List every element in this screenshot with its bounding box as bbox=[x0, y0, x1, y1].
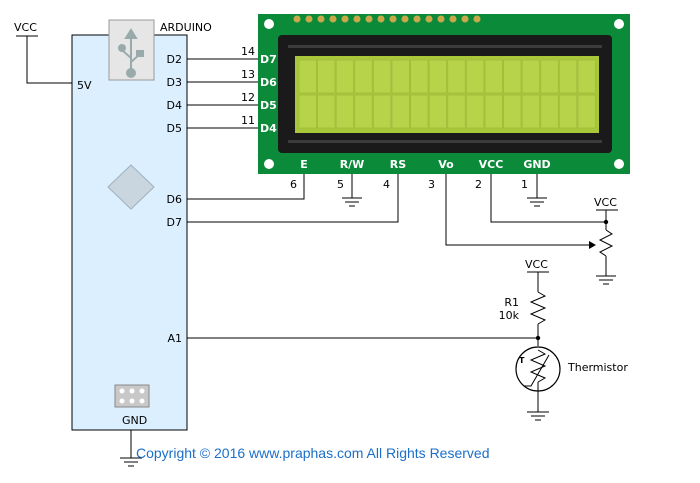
control-wires: 6 5 4 3 2 1 bbox=[187, 174, 606, 249]
pin-d2-label: D2 bbox=[167, 53, 182, 66]
lcd-cell bbox=[466, 59, 485, 94]
pin-num-2: 2 bbox=[475, 178, 482, 191]
lcd-cell bbox=[521, 59, 540, 94]
wire-num-14: 14 bbox=[241, 45, 255, 58]
lcd-pin-rs: RS bbox=[390, 158, 406, 171]
pin-d7-label: D7 bbox=[167, 216, 182, 229]
wire-num-11: 11 bbox=[241, 114, 255, 127]
lcd-cell bbox=[503, 59, 522, 94]
data-wires: 14 13 12 11 bbox=[187, 45, 258, 129]
lcd-cell bbox=[335, 59, 354, 94]
arduino-board: ARDUINO 5V D2 D3 D4 D5 D6 D7 A1 GND bbox=[71, 19, 212, 431]
arduino-ground-symbol bbox=[120, 430, 142, 467]
copyright-text: Copyright © 2016 www.praphas.com All Rig… bbox=[136, 445, 489, 461]
r1-value: 10k bbox=[499, 309, 520, 322]
lcd-cell bbox=[447, 94, 466, 129]
lcd-pin-gnd: GND bbox=[523, 158, 550, 171]
lcd-cell bbox=[373, 59, 392, 94]
lcd-pin-vo: Vo bbox=[438, 158, 454, 171]
lcd-pin-d6: D6 bbox=[260, 76, 277, 89]
lcd-cell bbox=[577, 59, 596, 94]
lcd-cell bbox=[559, 59, 578, 94]
lcd-cell bbox=[317, 94, 336, 129]
lcd-cell bbox=[410, 59, 429, 94]
arduino-title: ARDUINO bbox=[160, 21, 212, 34]
lcd-module: D7 D6 D5 D4 E R/W RS Vo VCC GND bbox=[258, 14, 630, 174]
vcc-label-r1: VCC bbox=[525, 258, 548, 271]
arduino-body bbox=[71, 34, 188, 431]
lcd-pin-d4: D4 bbox=[260, 122, 277, 135]
lcd-cell bbox=[298, 59, 317, 94]
lcd-pin-rw: R/W bbox=[340, 158, 365, 171]
lcd-pin-e: E bbox=[300, 158, 308, 171]
a1-wire bbox=[187, 335, 541, 341]
lcd-cell bbox=[521, 94, 540, 129]
lcd-cell bbox=[447, 59, 466, 94]
lcd-cell bbox=[391, 59, 410, 94]
chip-diamond bbox=[107, 164, 155, 210]
lcd-cell bbox=[354, 59, 373, 94]
lcd-cell bbox=[503, 94, 522, 129]
pin-num-5: 5 bbox=[337, 178, 344, 191]
resistor-r1: VCC R1 10k bbox=[499, 258, 549, 346]
lcd-bottom-pin-labels: E R/W RS Vo VCC GND bbox=[300, 158, 550, 171]
lcd-pin-vcc: VCC bbox=[479, 158, 504, 171]
bezel-highlight-top bbox=[288, 45, 602, 48]
wire-num-13: 13 bbox=[241, 68, 255, 81]
lcd-cell bbox=[466, 94, 485, 129]
lcd-cell bbox=[559, 94, 578, 129]
pin-num-6: 6 bbox=[290, 178, 297, 191]
mounting-holes bbox=[264, 19, 624, 169]
pot-resistor-zigzag bbox=[598, 229, 614, 257]
pin-d6-label: D6 bbox=[167, 193, 182, 206]
lcd-cell bbox=[354, 94, 373, 129]
usb-icon bbox=[118, 28, 144, 78]
lcd-cell bbox=[577, 94, 596, 129]
lcd-cell bbox=[391, 94, 410, 129]
lcd-cell bbox=[298, 94, 317, 129]
lcd-cell bbox=[317, 59, 336, 94]
r1-name: R1 bbox=[504, 296, 519, 309]
vcc-label-left: VCC bbox=[14, 21, 37, 34]
lcd-cell bbox=[540, 94, 559, 129]
pin-gnd-label: GND bbox=[122, 414, 147, 427]
lcd-cell bbox=[540, 59, 559, 94]
lcd-cell bbox=[428, 94, 447, 129]
lcd-cell bbox=[428, 59, 447, 94]
lcd-header-pins bbox=[293, 15, 481, 23]
thermistor-label: Thermistor bbox=[567, 361, 628, 374]
lcd-pin-d5: D5 bbox=[260, 99, 277, 112]
pin-a1-label: A1 bbox=[167, 332, 182, 345]
lcd-cell bbox=[373, 94, 392, 129]
lcd-pin-d7: D7 bbox=[260, 53, 277, 66]
pin-num-3: 3 bbox=[428, 178, 435, 191]
pin-d4-label: D4 bbox=[167, 99, 182, 112]
thermistor-symbol: T bbox=[519, 356, 525, 365]
thermistor-zigzag bbox=[529, 349, 547, 383]
lcd-cell bbox=[335, 94, 354, 129]
lcd-cell bbox=[484, 59, 503, 94]
pin-d5-label: D5 bbox=[167, 122, 182, 135]
icsp-header bbox=[114, 384, 150, 408]
pin-d3-label: D3 bbox=[167, 76, 182, 89]
lcd-cell bbox=[410, 94, 429, 129]
pin-num-1: 1 bbox=[521, 178, 528, 191]
lcd-data-pin-labels: D7 D6 D5 D4 bbox=[260, 53, 277, 135]
bezel-highlight-bottom bbox=[288, 140, 602, 143]
vcc-label-pot: VCC bbox=[594, 196, 617, 209]
lcd-character-grid bbox=[298, 59, 596, 129]
pin-num-4: 4 bbox=[383, 178, 390, 191]
wire-num-12: 12 bbox=[241, 91, 255, 104]
r1-zigzag bbox=[529, 291, 547, 325]
thermistor: T Thermistor bbox=[515, 346, 628, 421]
pin-5v-label: 5V bbox=[77, 79, 92, 92]
potentiometer: VCC bbox=[594, 196, 618, 285]
vcc-5v-connection: VCC bbox=[14, 21, 72, 84]
lcd-cell bbox=[484, 94, 503, 129]
